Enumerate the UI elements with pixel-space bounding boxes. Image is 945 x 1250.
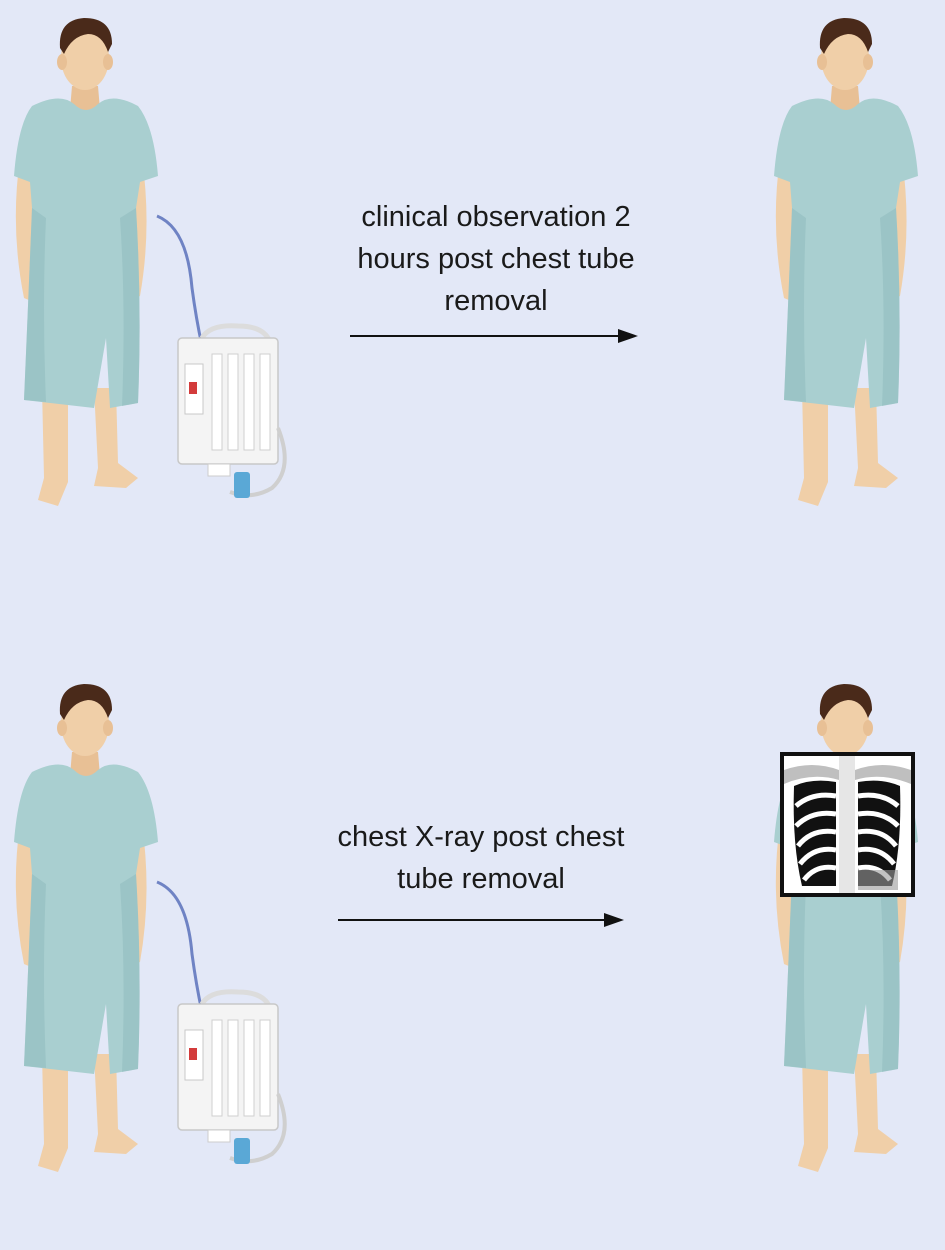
step-2-caption: chest X-ray post chest tube removal [337, 821, 625, 895]
step-1-arrow [350, 326, 640, 346]
patient-with-chest-xray [762, 674, 932, 1184]
step-1-caption: clinical observation 2 hours post chest … [357, 201, 635, 317]
patient-with-chest-drain [2, 8, 302, 518]
chest-xray-icon [780, 752, 915, 897]
step-2-panel: chest X-ray post chest tube removal [0, 660, 945, 1250]
step-2-arrow [338, 910, 628, 930]
step-1-panel: clinical observation 2 hours post chest … [0, 0, 945, 590]
patient-with-chest-drain [2, 674, 302, 1184]
patient-without-drain [762, 8, 932, 518]
chest-drainage-unit-icon [157, 882, 285, 1164]
chest-drainage-unit-icon [157, 216, 285, 498]
